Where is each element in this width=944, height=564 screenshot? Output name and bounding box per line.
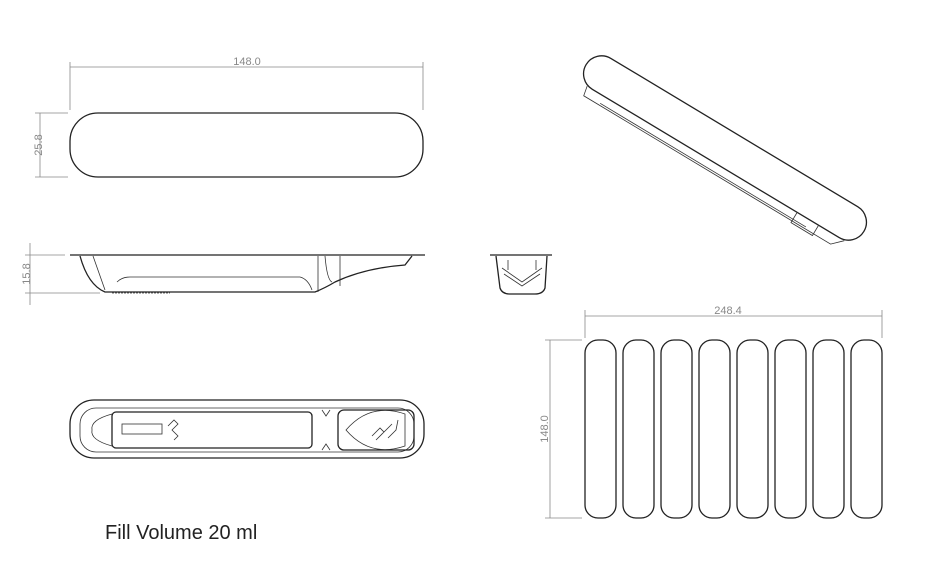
dim-top-width: 25.8 <box>33 134 45 155</box>
array-tray <box>774 339 807 519</box>
dim-top-length: 148.0 <box>233 56 261 68</box>
array-tray <box>698 339 731 519</box>
end-view <box>490 254 552 295</box>
array-tray <box>736 339 769 519</box>
fill-volume-caption: Fill Volume 20 ml <box>105 522 258 544</box>
array-tray <box>660 339 693 519</box>
dim-array-width: 248.4 <box>714 305 742 317</box>
array-tray <box>850 339 883 519</box>
tray-top-outline <box>69 112 424 178</box>
array-view: 248.4 148.0 <box>539 305 883 519</box>
array-tray <box>584 339 617 519</box>
dim-side-height: 15.8 <box>21 263 33 284</box>
bottom-view <box>69 399 425 459</box>
side-view: 15.8 <box>21 243 425 305</box>
dim-array-length: 148.0 <box>539 415 551 443</box>
snapcell-logo <box>121 419 399 441</box>
isometric-view <box>582 55 868 245</box>
array-tray <box>622 339 655 519</box>
array-tray <box>812 339 845 519</box>
top-view: 148.0 25.8 <box>33 56 424 178</box>
